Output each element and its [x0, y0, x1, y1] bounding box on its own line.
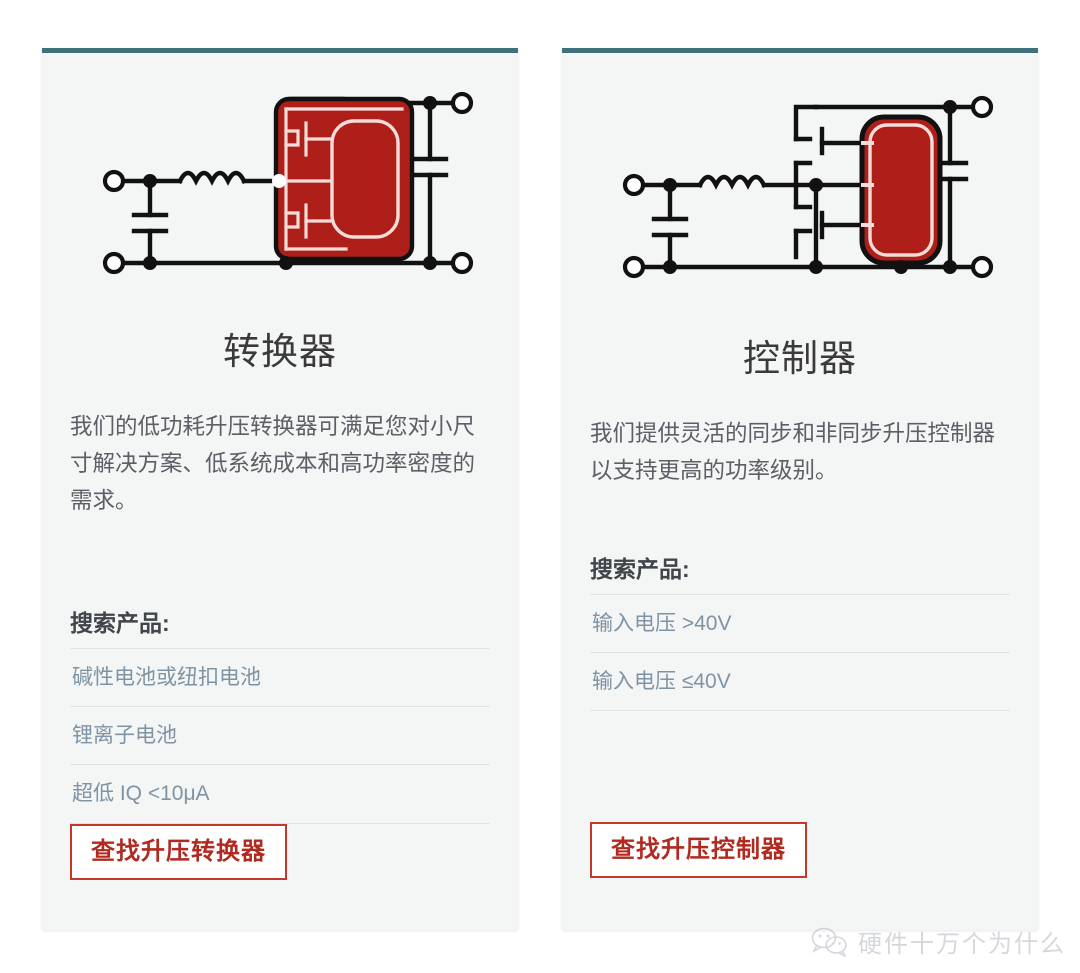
link-input-voltage-above-40v[interactable]: 输入电压 >40V: [592, 611, 732, 635]
link-ultra-low-iq[interactable]: 超低 IQ <10μA: [72, 782, 210, 806]
boost-controller-schematic: [622, 95, 994, 279]
controller-diagram-wrapper: [562, 53, 1038, 301]
input-negative-terminal: [622, 255, 646, 279]
find-boost-controller-button[interactable]: 查找升压控制器: [590, 821, 807, 878]
list-item: 碱性电池或纽扣电池: [70, 649, 490, 708]
search-products-heading: 搜索产品:: [70, 609, 170, 636]
link-input-voltage-below-40v[interactable]: 输入电压 ≤40V: [592, 670, 731, 694]
input-negative-terminal: [102, 252, 126, 275]
boost-converter-schematic: [102, 92, 474, 275]
link-lithium-ion-battery[interactable]: 锂离子电池: [72, 724, 177, 748]
converter-link-list: 碱性电池或纽扣电池 锂离子电池 超低 IQ <10μA: [70, 647, 490, 824]
page-title: 转换器: [223, 330, 337, 372]
output-negative-terminal: [450, 252, 474, 275]
product-card-controller: 控制器 我们提供灵活的同步和非同步升压控制器以支持更高的功率级别。 搜索产品: …: [562, 48, 1038, 930]
converter-description: 我们的低功耗升压转换器可满足您对小尺寸解决方案、低系统成本和高功率密度的需求。: [70, 414, 476, 514]
converter-diagram-wrapper: [42, 53, 518, 294]
list-item: 输入电压 ≤40V: [590, 653, 1010, 712]
controller-button-wrapper: 查找升压控制器: [590, 821, 1010, 930]
product-card-converter: 转换器 我们的低功耗升压转换器可满足您对小尺寸解决方案、低系统成本和高功率密度的…: [42, 48, 518, 930]
page-title: 控制器: [743, 338, 857, 379]
controller-description: 我们提供灵活的同步和非同步升压控制器以支持更高的功率级别。: [590, 421, 996, 484]
output-positive-terminal: [450, 92, 474, 115]
list-item: 超低 IQ <10μA: [70, 765, 490, 824]
search-products-heading: 搜索产品:: [590, 555, 690, 582]
controller-card-body: 控制器 我们提供灵活的同步和非同步升压控制器以支持更高的功率级别。 搜索产品: …: [562, 301, 1038, 930]
list-item: 锂离子电池: [70, 707, 490, 766]
output-negative-terminal: [970, 255, 994, 279]
controller-link-list: 输入电压 >40V 输入电压 ≤40V: [590, 593, 1010, 712]
list-item: 输入电压 >40V: [590, 595, 1010, 654]
output-positive-terminal: [970, 95, 994, 119]
converter-button-wrapper: 查找升压转换器: [70, 823, 490, 930]
find-boost-converter-button[interactable]: 查找升压转换器: [70, 823, 287, 880]
link-alkaline-coin-battery[interactable]: 碱性电池或纽扣电池: [72, 665, 261, 689]
converter-card-body: 转换器 我们的低功耗升压转换器可满足您对小尺寸解决方案、低系统成本和高功率密度的…: [42, 294, 518, 930]
input-positive-terminal: [622, 173, 646, 197]
input-positive-terminal: [102, 170, 126, 193]
